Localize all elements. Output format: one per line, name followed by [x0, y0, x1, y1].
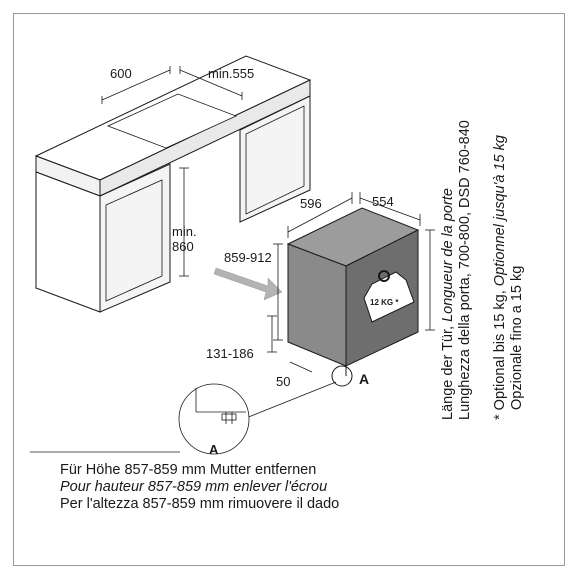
- door-note-fr: Longueur de la porte: [440, 188, 456, 322]
- option-note-fr: Optionnel jusqu'à 15 kg: [492, 135, 508, 287]
- dim-min-height-line2: 860: [172, 239, 194, 254]
- dim-cabinet-depth: min.555: [208, 66, 254, 81]
- detail-marker-label: A: [359, 371, 369, 387]
- door-note-de: Länge der Tür,: [440, 321, 456, 420]
- door-note-de-fr: Länge der Tür, Longueur de la porte: [440, 120, 457, 420]
- dim-plinth-range: 131-186: [206, 346, 254, 361]
- countertop-dimensions: [101, 66, 243, 277]
- dim-height-range: 859-912: [224, 250, 272, 265]
- detail-marker-circle: [331, 365, 353, 387]
- option-note-de: * Optional bis 15 kg,: [492, 286, 508, 420]
- countertop: [34, 55, 312, 197]
- optional-weight-note: * Optional bis 15 kg, Optionnel jusqu'à …: [492, 135, 526, 420]
- right-cabinet: [239, 95, 311, 223]
- weight-badge-text: 12 KG *: [370, 298, 399, 307]
- option-note-it: Opzionale fino a 15 kg: [509, 265, 525, 410]
- nut-removal-note: Für Höhe 857-859 mm Mutter entfernen Pou…: [60, 462, 339, 513]
- diagram-frame: [13, 13, 565, 566]
- dim-appliance-width: 596: [300, 196, 322, 211]
- option-note-de-fr: * Optional bis 15 kg, Optionnel jusqu'à …: [492, 135, 509, 420]
- nut-note-fr: Pour hauteur 857-859 mm enlever l'écrou: [60, 479, 328, 495]
- dim-appliance-depth: 554: [372, 194, 394, 209]
- nut-note-de: Für Höhe 857-859 mm Mutter entfernen: [60, 462, 317, 478]
- door-length-note: Länge der Tür, Longueur de la porte Lung…: [440, 120, 474, 420]
- door-note-it: Lunghezza della porta, 700-800, DSD 760-…: [457, 120, 473, 420]
- dim-plinth-depth: 50: [276, 374, 290, 389]
- detail-zoom: [30, 381, 337, 455]
- detail-zoom-label: A: [209, 442, 219, 457]
- appliance-dimensions: [267, 192, 435, 373]
- insert-arrow: [213, 267, 283, 301]
- weight-badge: [363, 270, 415, 323]
- left-cabinet: [35, 163, 171, 313]
- nut-note-it: Per l'altezza 857-859 mm rimuovere il da…: [60, 496, 340, 512]
- dim-min-height-line1: min.: [172, 224, 197, 239]
- dim-cabinet-width: 600: [110, 66, 132, 81]
